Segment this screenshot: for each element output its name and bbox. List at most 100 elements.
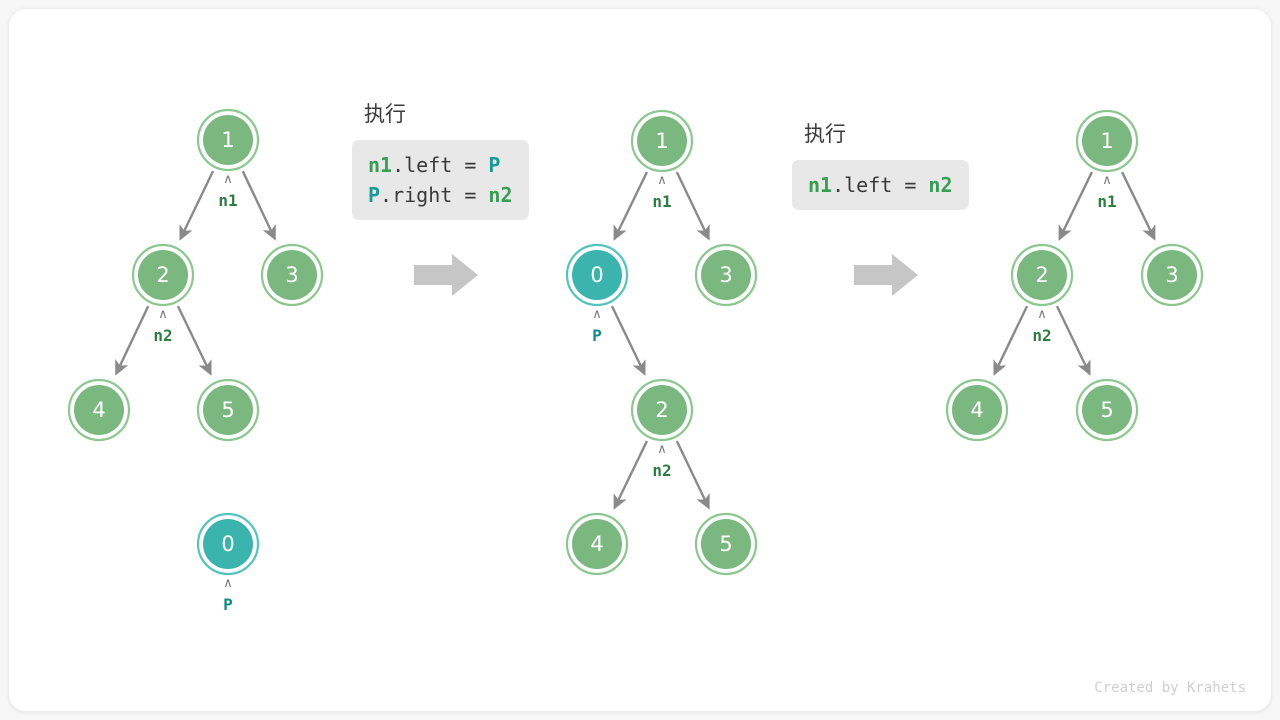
- node-value-label: 4: [970, 398, 983, 422]
- pointer-caret-icon: ∧: [223, 172, 233, 187]
- node-value-label: 2: [1035, 263, 1048, 287]
- node-value-label: 4: [590, 532, 603, 556]
- tree-node-3[interactable]: 3: [694, 243, 758, 307]
- tree-node-3[interactable]: 3: [260, 243, 324, 307]
- pointer-label-n1: n1: [1097, 192, 1116, 211]
- tree-node-4[interactable]: 4: [67, 378, 131, 442]
- pointer-label-n2: n2: [652, 461, 671, 480]
- tree-node-0[interactable]: 0: [196, 512, 260, 576]
- pointer-caret-icon: ∧: [592, 307, 602, 322]
- node-circle: [1147, 250, 1197, 300]
- code-token: n1: [808, 173, 833, 197]
- tree-edge: [993, 305, 1029, 376]
- node-circle: [572, 250, 622, 300]
- node-circle: [74, 385, 124, 435]
- node-outer-ring: [630, 109, 694, 173]
- tree-node-5[interactable]: 5: [1075, 378, 1139, 442]
- tree-node-1[interactable]: 1: [630, 109, 694, 173]
- code-line: n1.left = P: [368, 150, 513, 180]
- code-token: .left =: [392, 153, 489, 177]
- tree-edge: [241, 170, 276, 241]
- node-circle: [138, 250, 188, 300]
- node-outer-ring: [67, 378, 131, 442]
- code-token: n1: [368, 153, 393, 177]
- node-circle: [1082, 116, 1132, 166]
- exec-heading-step2: 执行: [804, 122, 846, 146]
- node-outer-ring: [694, 243, 758, 307]
- pointer-label-n1: n1: [652, 192, 671, 211]
- node-outer-ring: [196, 108, 260, 172]
- tree-edge: [1058, 171, 1094, 241]
- credit-text: Created by Krahets: [1094, 680, 1246, 696]
- node-value-label: 5: [719, 532, 732, 556]
- pointer-label-P: P: [592, 326, 602, 345]
- code-token: P: [368, 183, 381, 207]
- tree-edge: [675, 171, 710, 241]
- tree-edge: [1055, 305, 1091, 376]
- node-outer-ring: [1010, 243, 1074, 307]
- tree-node-2[interactable]: 2: [131, 243, 195, 307]
- code-token: .right =: [380, 183, 489, 207]
- tree-node-1[interactable]: 1: [196, 108, 260, 172]
- node-outer-ring: [196, 378, 260, 442]
- node-value-label: 1: [1100, 129, 1113, 153]
- code-token: n2: [928, 173, 953, 197]
- tree-node-4[interactable]: 4: [945, 378, 1009, 442]
- node-outer-ring: [1075, 378, 1139, 442]
- code-token: n2: [488, 183, 513, 207]
- node-circle: [637, 116, 687, 166]
- code-token: P: [488, 153, 501, 177]
- tree-node-2[interactable]: 2: [630, 378, 694, 442]
- node-value-label: 2: [156, 263, 169, 287]
- pointer-caret-icon: ∧: [657, 173, 667, 188]
- node-outer-ring: [630, 378, 694, 442]
- node-value-label: 5: [1100, 398, 1113, 422]
- tree-edge: [1120, 171, 1156, 241]
- node-circle: [637, 385, 687, 435]
- tree-edge: [613, 171, 649, 241]
- tree-edge: [176, 305, 212, 376]
- tree-node-0[interactable]: 0: [565, 243, 629, 307]
- node-outer-ring: [1075, 109, 1139, 173]
- node-outer-ring: [1140, 243, 1204, 307]
- node-circle: [267, 250, 317, 300]
- exec-heading-step1: 执行: [364, 102, 406, 126]
- pointer-caret-icon: ∧: [1102, 173, 1112, 188]
- node-circle: [701, 250, 751, 300]
- node-circle: [701, 519, 751, 569]
- node-outer-ring: [260, 243, 324, 307]
- node-value-label: 4: [92, 398, 105, 422]
- arrow-1: [414, 254, 478, 296]
- tree-node-1[interactable]: 1: [1075, 109, 1139, 173]
- pointer-caret-icon: ∧: [223, 576, 233, 591]
- code-line: n1.left = n2: [808, 170, 953, 200]
- tree-node-5[interactable]: 5: [196, 378, 260, 442]
- pointer-label-n2: n2: [1032, 326, 1051, 345]
- tree-edge: [675, 440, 710, 510]
- tree-node-4[interactable]: 4: [565, 512, 629, 576]
- pointer-label-n1: n1: [218, 191, 237, 210]
- node-outer-ring: [196, 512, 260, 576]
- node-value-label: 0: [590, 263, 603, 287]
- node-value-label: 0: [221, 532, 234, 556]
- node-value-label: 1: [221, 128, 234, 152]
- tree-node-5[interactable]: 5: [694, 512, 758, 576]
- node-circle: [1017, 250, 1067, 300]
- code-block-step2: n1.left = n2: [792, 160, 969, 210]
- tree-edge: [179, 170, 215, 241]
- node-outer-ring: [565, 243, 629, 307]
- tree-edges: [115, 170, 1156, 510]
- node-circle: [203, 115, 253, 165]
- tree-edge: [610, 305, 646, 376]
- node-value-label: 5: [221, 398, 234, 422]
- tree-edge: [115, 305, 150, 376]
- node-circle: [572, 519, 622, 569]
- node-value-label: 3: [1165, 263, 1178, 287]
- tree-node-3[interactable]: 3: [1140, 243, 1204, 307]
- tree-node-2[interactable]: 2: [1010, 243, 1074, 307]
- node-value-label: 2: [655, 398, 668, 422]
